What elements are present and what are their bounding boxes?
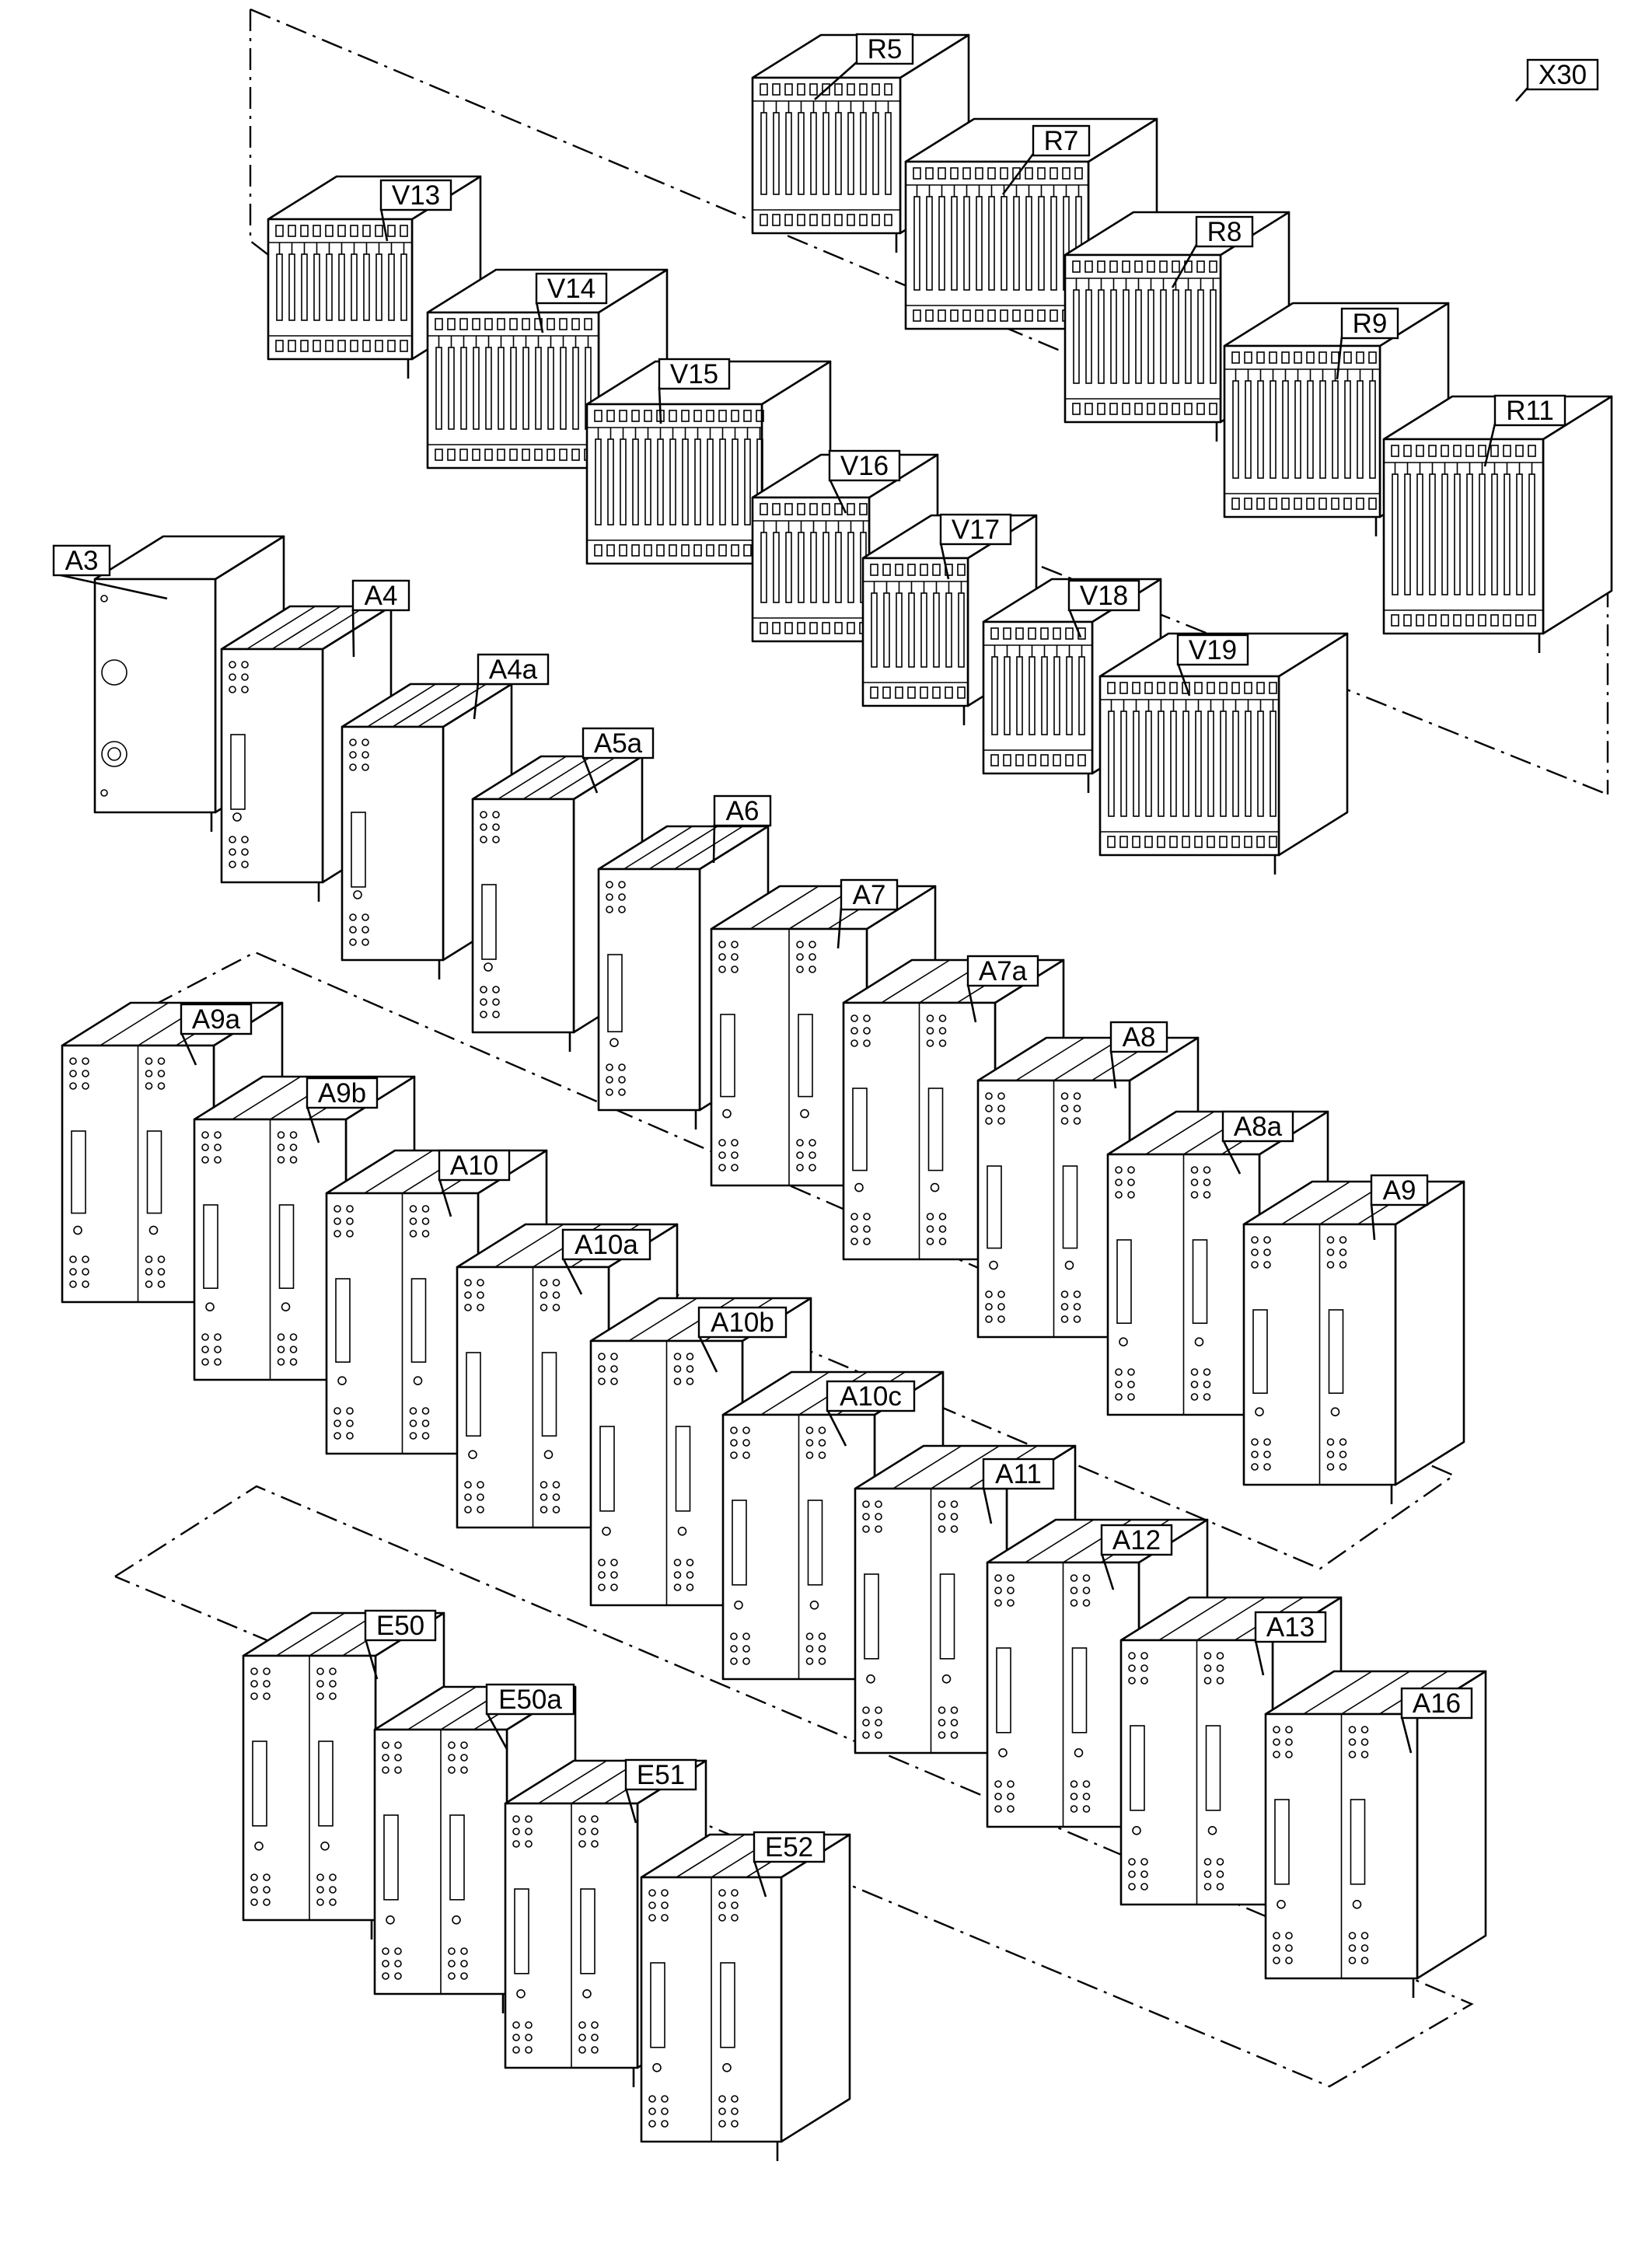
- label-a4a: A4a: [473, 653, 550, 720]
- label-a6: A6: [712, 794, 772, 864]
- module-a5a: [471, 755, 644, 1052]
- label-v13: V13: [379, 179, 452, 242]
- label-text-a13: A13: [1266, 1612, 1315, 1643]
- label-v19: V19: [1176, 634, 1249, 697]
- label-text-a10: A10: [450, 1150, 498, 1181]
- label-text-v19: V19: [1189, 635, 1237, 665]
- label-a13: A13: [1254, 1611, 1327, 1676]
- label-text-v17: V17: [952, 515, 1000, 545]
- label-text-v14: V14: [547, 274, 595, 304]
- label-text-v13: V13: [392, 180, 440, 211]
- label-text-e50a: E50a: [498, 1685, 562, 1715]
- label-a10a: A10a: [561, 1228, 651, 1295]
- label-a7: A7: [836, 878, 899, 949]
- module-r11: [1382, 395, 1613, 653]
- label-text-r9: R9: [1353, 309, 1388, 339]
- label-text-a12: A12: [1112, 1525, 1161, 1555]
- label-a16: A16: [1400, 1687, 1473, 1754]
- label-text-r11: R11: [1506, 396, 1554, 426]
- label-a4: A4: [351, 579, 410, 658]
- label-text-a9: A9: [1383, 1175, 1416, 1206]
- label-text-v15: V15: [670, 359, 718, 389]
- label-text-v16: V16: [840, 451, 889, 481]
- module-a16: [1264, 1670, 1487, 1998]
- label-text-a5a: A5a: [594, 728, 643, 759]
- label-v14: V14: [535, 272, 608, 333]
- label-text-a3: A3: [65, 546, 99, 576]
- label-text-a8: A8: [1123, 1022, 1156, 1053]
- label-a11: A11: [982, 1458, 1055, 1524]
- label-text-a4a: A4a: [489, 655, 538, 685]
- label-r9: R9: [1336, 307, 1399, 380]
- label-text-a7a: A7a: [979, 956, 1028, 986]
- module-a9: [1242, 1180, 1465, 1504]
- label-a3: A3: [52, 544, 168, 600]
- label-a8a: A8a: [1221, 1110, 1294, 1175]
- label-a9: A9: [1370, 1174, 1429, 1241]
- label-v15: V15: [658, 358, 731, 424]
- label-a10b: A10b: [697, 1306, 788, 1373]
- label-text-a10b: A10b: [711, 1308, 774, 1338]
- label-v18: V18: [1067, 579, 1140, 638]
- label-text-a11: A11: [995, 1459, 1042, 1489]
- label-e50: E50: [364, 1609, 437, 1680]
- label-a8: A8: [1109, 1021, 1168, 1089]
- label-a5a: A5a: [582, 727, 655, 794]
- label-a9a: A9a: [180, 1003, 253, 1066]
- label-e51: E51: [624, 1758, 697, 1824]
- module-v19: [1098, 632, 1349, 875]
- label-a10: A10: [438, 1149, 511, 1217]
- label-text-r7: R7: [1044, 126, 1079, 156]
- label-text-v18: V18: [1080, 581, 1128, 611]
- label-x30: X30: [1515, 58, 1599, 102]
- label-r8: R8: [1171, 215, 1254, 288]
- label-text-e50: E50: [376, 1611, 424, 1641]
- label-text-a6: A6: [726, 796, 760, 826]
- label-text-r8: R8: [1207, 217, 1242, 247]
- label-a9b: A9b: [306, 1077, 379, 1143]
- label-text-a9b: A9b: [318, 1078, 366, 1109]
- module-e52: [640, 1833, 851, 2161]
- label-text-a8a: A8a: [1234, 1112, 1283, 1142]
- label-text-e52: E52: [765, 1832, 813, 1863]
- label-a10c: A10c: [826, 1380, 916, 1447]
- label-text-e51: E51: [637, 1760, 685, 1790]
- label-text-a9a: A9a: [192, 1004, 241, 1035]
- label-r7: R7: [1001, 124, 1091, 195]
- label-text-a10a: A10a: [575, 1230, 638, 1260]
- label-v17: V17: [939, 513, 1012, 580]
- label-r5: R5: [814, 33, 914, 100]
- label-text-r5: R5: [868, 34, 903, 65]
- label-a7a: A7a: [966, 955, 1039, 1023]
- label-e50a: E50a: [485, 1683, 575, 1750]
- label-text-x30: X30: [1538, 60, 1587, 90]
- label-e52: E52: [753, 1831, 826, 1898]
- label-a12: A12: [1100, 1524, 1173, 1590]
- label-r11: R11: [1483, 394, 1566, 467]
- modules-layer: [61, 33, 1613, 2161]
- label-v16: V16: [828, 449, 901, 514]
- label-text-a4: A4: [365, 581, 398, 611]
- label-text-a7: A7: [853, 880, 886, 910]
- label-text-a16: A16: [1413, 1688, 1461, 1719]
- label-text-a10c: A10c: [840, 1381, 902, 1412]
